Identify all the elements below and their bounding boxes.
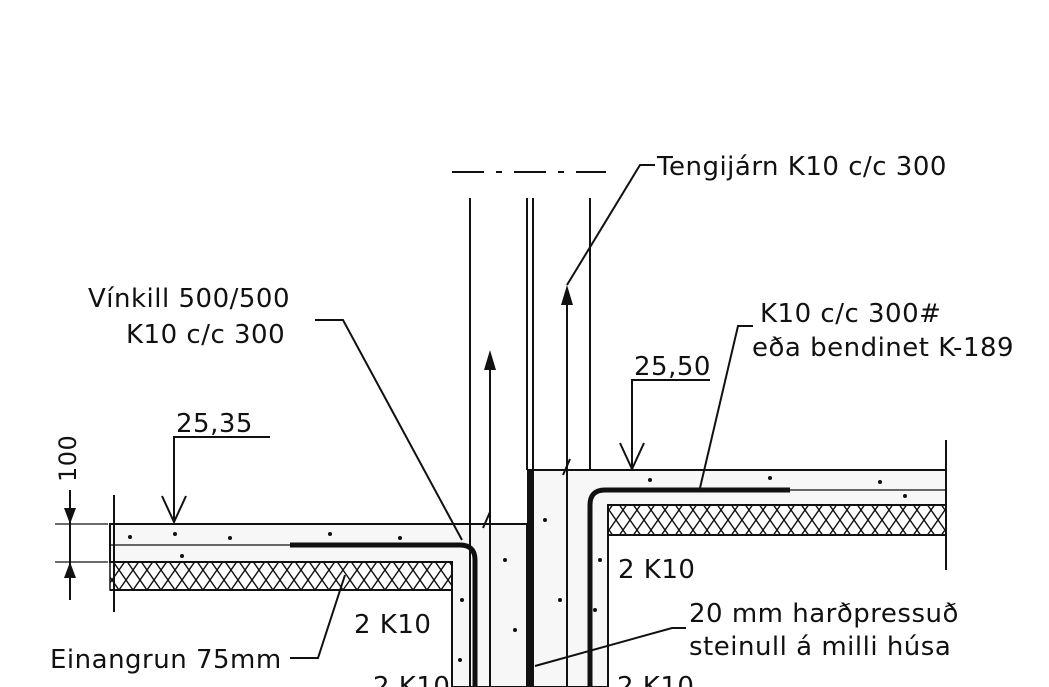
label-dim-100: 100 bbox=[54, 435, 82, 482]
label-level-right: 25,50 bbox=[634, 352, 711, 382]
label-tengijarn: Tengijárn K10 c/c 300 bbox=[656, 152, 947, 182]
label-k10-mesh-1: K10 c/c 300# bbox=[760, 299, 941, 329]
dim-arrow-top bbox=[64, 508, 76, 524]
leader-k10-mesh bbox=[699, 325, 753, 489]
level-arrow-left bbox=[161, 495, 187, 525]
leader-tengijarn bbox=[566, 164, 655, 286]
rebar-arrow-right bbox=[561, 285, 573, 305]
label-level-left: 25,35 bbox=[176, 409, 253, 439]
label-2k10-left: 2 K10 bbox=[354, 610, 431, 640]
aggregate-dots bbox=[128, 476, 907, 662]
label-k10-mesh-2: eða bendinet K-189 bbox=[752, 333, 1014, 363]
label-joint-1: 20 mm harðpressuð bbox=[689, 599, 959, 629]
right-insulation bbox=[607, 504, 947, 536]
left-wall bbox=[469, 523, 528, 687]
level-marker-left bbox=[173, 436, 270, 520]
level-arrow-right bbox=[619, 442, 645, 472]
leader-joint bbox=[534, 627, 686, 667]
leader-vinkill bbox=[315, 319, 463, 541]
label-insulation: Einangrun 75mm bbox=[50, 645, 282, 675]
dim-arrow-bottom bbox=[64, 562, 76, 578]
label-vinkill-1: Vínkill 500/500 bbox=[88, 284, 290, 314]
right-top-rebar bbox=[587, 487, 790, 687]
label-2k10-right-top: 2 K10 bbox=[618, 555, 695, 585]
label-joint-2: steinull á milli húsa bbox=[689, 632, 951, 662]
rebar-arrow-left bbox=[484, 350, 496, 370]
break-mark-left bbox=[482, 511, 491, 529]
break-mark-right bbox=[562, 458, 571, 476]
label-2k10-right-bottom: 2 K10 bbox=[617, 672, 694, 687]
level-marker-right bbox=[631, 379, 710, 467]
left-top-rebar bbox=[290, 542, 478, 687]
label-2k10-left-bottom: 2 K10 bbox=[373, 672, 450, 687]
left-insulation bbox=[109, 561, 453, 591]
joint-insulation bbox=[527, 470, 533, 687]
label-vinkill-2: K10 c/c 300 bbox=[126, 320, 285, 350]
leader-insulation bbox=[290, 574, 346, 659]
